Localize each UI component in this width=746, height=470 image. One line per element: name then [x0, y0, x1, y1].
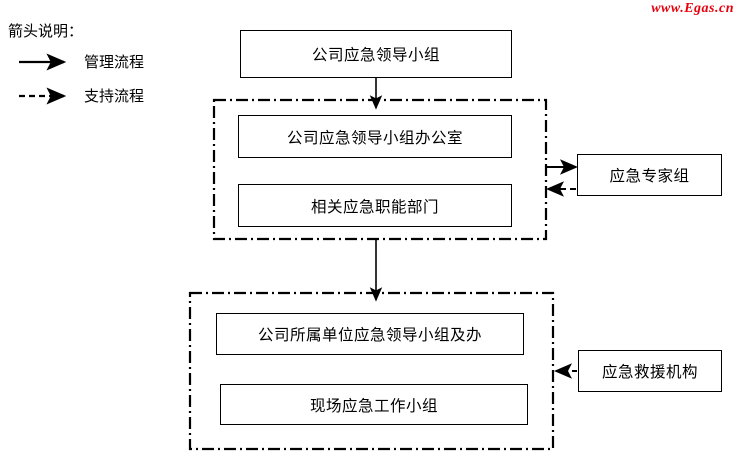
node-company-emergency-leading-group[interactable]: 公司应急领导小组	[240, 30, 512, 78]
node-company-emergency-office[interactable]: 公司应急领导小组办公室	[238, 115, 512, 158]
node-emergency-rescue-organization[interactable]: 应急救援机构	[578, 350, 722, 392]
legend-title: 箭头说明：	[8, 24, 84, 40]
watermark-egas: www.Egas.cn	[651, 1, 734, 16]
legend-label-management: 管理流程	[84, 55, 145, 71]
node-subsidiary-emergency-leading-group[interactable]: 公司所属单位应急领导小组及办	[216, 313, 524, 355]
node-related-emergency-departments[interactable]: 相关应急职能部门	[238, 184, 512, 227]
node-emergency-expert-group[interactable]: 应急专家组	[577, 154, 722, 196]
node-onsite-emergency-work-group[interactable]: 现场应急工作小组	[220, 384, 528, 425]
legend-label-support: 支持流程	[84, 89, 145, 105]
